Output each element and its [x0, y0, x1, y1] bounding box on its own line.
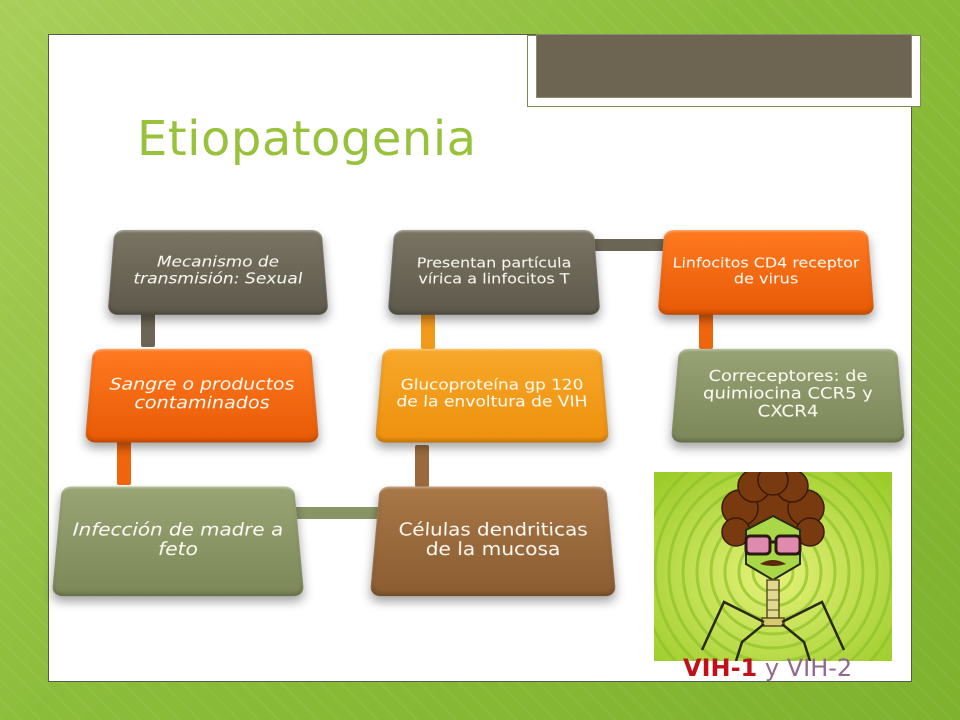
box-mecanismo-label: Mecanismo de transmisión: Sexual — [132, 253, 304, 288]
box-correceptores-label: Correceptores: de quimiocina CCR5 y CXCR… — [702, 367, 874, 421]
connector-linfocitos-correceptores — [699, 313, 713, 349]
box-infeccion-madre-feto: Infección de madre a feto — [51, 486, 305, 597]
caption-vih2: y VIH-2 — [757, 654, 853, 682]
slide-panel: Etiopatogenia Mecanismo de transmisión: … — [48, 34, 921, 682]
decorative-tab — [527, 34, 921, 107]
box-celulas-dendriticas: Células dendriticas de la mucosa — [369, 486, 617, 597]
connector-celulas-glucoproteina — [415, 445, 429, 487]
virus-caption: VIH-1 y VIH-2 — [683, 656, 852, 680]
box-presentan-particula: Presentan partícula vírica a linfocitos … — [387, 229, 601, 315]
connector-presentan-linfocitos — [587, 239, 671, 251]
connector-mecanismo-sangre — [141, 311, 155, 347]
box-glucoproteina: Glucoproteína gp 120 de la envoltura de … — [374, 348, 610, 443]
hiv-cartoon-image — [654, 472, 892, 661]
connector-sangre-infeccion — [117, 439, 131, 485]
caption-vih1: VIH-1 — [683, 654, 758, 682]
box-sangre-productos: Sangre o productos contaminados — [84, 348, 320, 443]
slide-title: Etiopatogenia — [137, 111, 477, 167]
connector-glucoproteina-presentan — [421, 313, 435, 349]
box-presentan-label: Presentan partícula vírica a linfocitos … — [416, 254, 572, 288]
box-sangre-label: Sangre o productos contaminados — [108, 374, 296, 413]
box-celulas-label: Células dendriticas de la mucosa — [397, 519, 589, 560]
connector-infeccion-celulas — [289, 507, 389, 519]
decorative-tab-fill — [536, 34, 912, 98]
box-infeccion-label: Infección de madre a feto — [72, 519, 284, 560]
box-linfocitos-label: Linfocitos CD4 receptor de virus — [672, 254, 860, 288]
box-correceptores: Correceptores: de quimiocina CCR5 y CXCR… — [670, 348, 906, 443]
box-mecanismo-transmision: Mecanismo de transmisión: Sexual — [107, 229, 329, 315]
box-linfocitos-cd4: Linfocitos CD4 receptor de virus — [657, 229, 875, 315]
box-glucoproteina-label: Glucoproteína gp 120 de la envoltura de … — [395, 376, 589, 411]
